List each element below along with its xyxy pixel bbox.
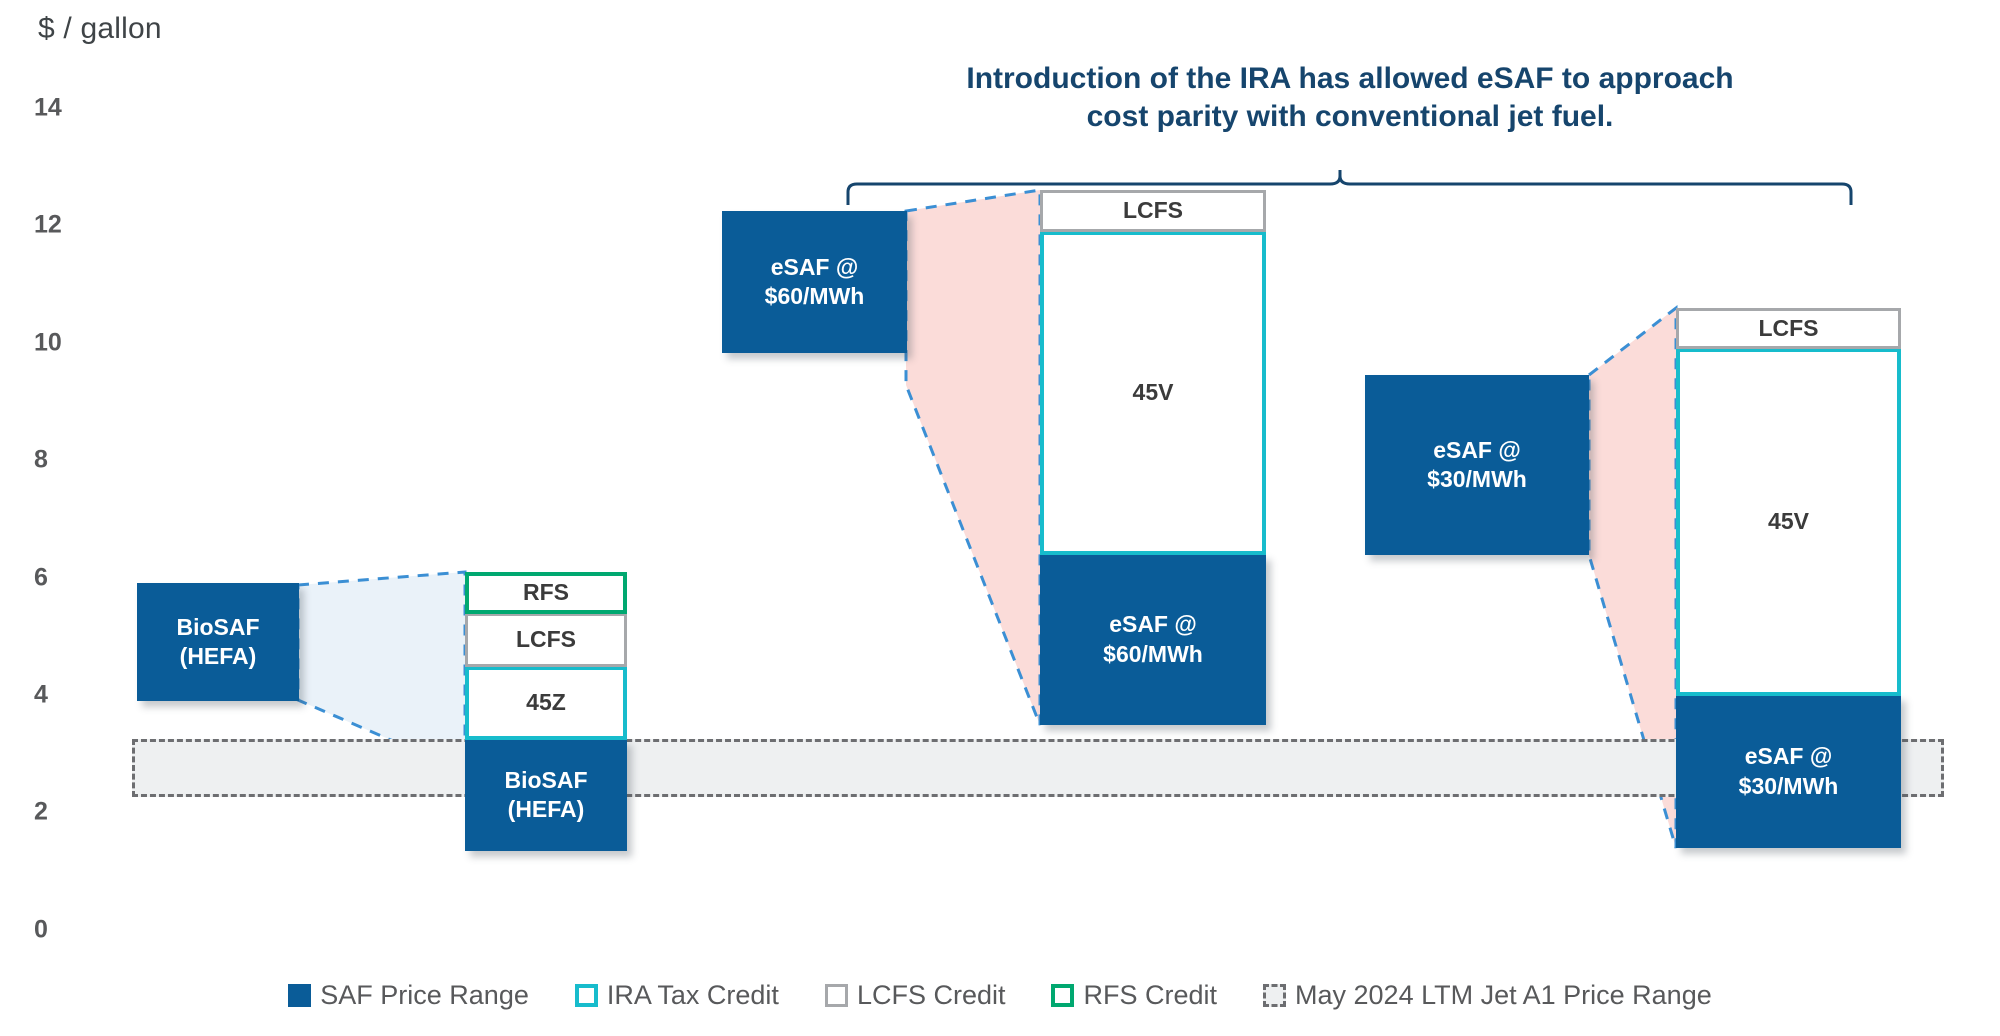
bar-esaf60-gross-segment-0[interactable]: eSAF @ $60/MWh <box>722 211 907 353</box>
legend-swatch-rfs-credit-icon <box>1051 984 1075 1007</box>
bar-biosaf-net-segment-rfs[interactable]: RFS <box>465 572 627 614</box>
legend-swatch-ira-tax-credit-icon <box>574 984 598 1007</box>
bar-esaf60-net-segment-lcfs[interactable]: LCFS <box>1040 190 1266 232</box>
legend-label-rfs-credit: RFS Credit <box>1083 980 1218 1010</box>
bar-esaf30-net-segment-lcfs[interactable]: LCFS <box>1676 308 1901 349</box>
bar-esaf60-net-segment-45v[interactable]: 45V <box>1040 231 1266 555</box>
callout-line-1: Introduction of the IRA has allowed eSAF… <box>966 62 1734 95</box>
y-tick-8: 8 <box>34 445 48 474</box>
bar-esaf30-net-segment-esaf[interactable]: eSAF @ $30/MWh <box>1676 695 1901 848</box>
legend-item-rfs-credit[interactable]: RFS Credit <box>1051 980 1217 1011</box>
legend-item-lcfs-credit[interactable]: LCFS Credit <box>824 980 1006 1011</box>
legend-label-jet-a1-price-range: May 2024 LTM Jet A1 Price Range <box>1295 980 1712 1010</box>
legend-label-ira-tax-credit: IRA Tax Credit <box>606 980 779 1010</box>
bar-biosaf-gross-segment-0[interactable]: BioSAF (HEFA) <box>137 583 299 701</box>
legend-item-jet-a1-price-range[interactable]: May 2024 LTM Jet A1 Price Range <box>1263 980 1712 1011</box>
legend-label-lcfs-credit: LCFS Credit <box>856 980 1006 1010</box>
y-tick-10: 10 <box>34 328 62 357</box>
legend-swatch-saf-price-range-icon <box>288 984 312 1007</box>
chart-legend: SAF Price Range IRA Tax Credit LCFS Cred… <box>0 980 2000 1011</box>
legend-label-saf-price-range: SAF Price Range <box>320 980 529 1010</box>
y-tick-14: 14 <box>34 93 62 122</box>
chart-callout-text: Introduction of the IRA has allowed eSAF… <box>800 60 1900 136</box>
annotation-bracket <box>0 0 2000 260</box>
legend-swatch-lcfs-credit-icon <box>824 984 848 1007</box>
y-tick-6: 6 <box>34 563 48 592</box>
bar-esaf60-net-segment-esaf[interactable]: eSAF @ $60/MWh <box>1040 554 1266 725</box>
bar-biosaf-net-segment-45z[interactable]: 45Z <box>465 666 627 740</box>
jet-a1-price-band <box>132 739 1944 797</box>
y-tick-2: 2 <box>34 797 48 826</box>
bar-esaf30-gross-segment-0[interactable]: eSAF @ $30/MWh <box>1365 375 1589 555</box>
bar-biosaf-net-segment-biosaf[interactable]: BioSAF (HEFA) <box>465 739 627 851</box>
y-tick-4: 4 <box>34 680 48 709</box>
legend-swatch-jet-a1-price-range-icon <box>1263 984 1287 1007</box>
y-tick-0: 0 <box>34 915 48 944</box>
y-tick-12: 12 <box>34 210 62 239</box>
bar-esaf30-net-segment-45v[interactable]: 45V <box>1676 348 1901 696</box>
legend-item-ira-tax-credit[interactable]: IRA Tax Credit <box>574 980 779 1011</box>
bar-biosaf-net-segment-lcfs[interactable]: LCFS <box>465 613 627 667</box>
callout-line-2: cost parity with conventional jet fuel. <box>1086 99 1614 133</box>
legend-item-saf-price-range[interactable]: SAF Price Range <box>288 980 529 1011</box>
y-axis-title: $ / gallon <box>38 12 162 45</box>
